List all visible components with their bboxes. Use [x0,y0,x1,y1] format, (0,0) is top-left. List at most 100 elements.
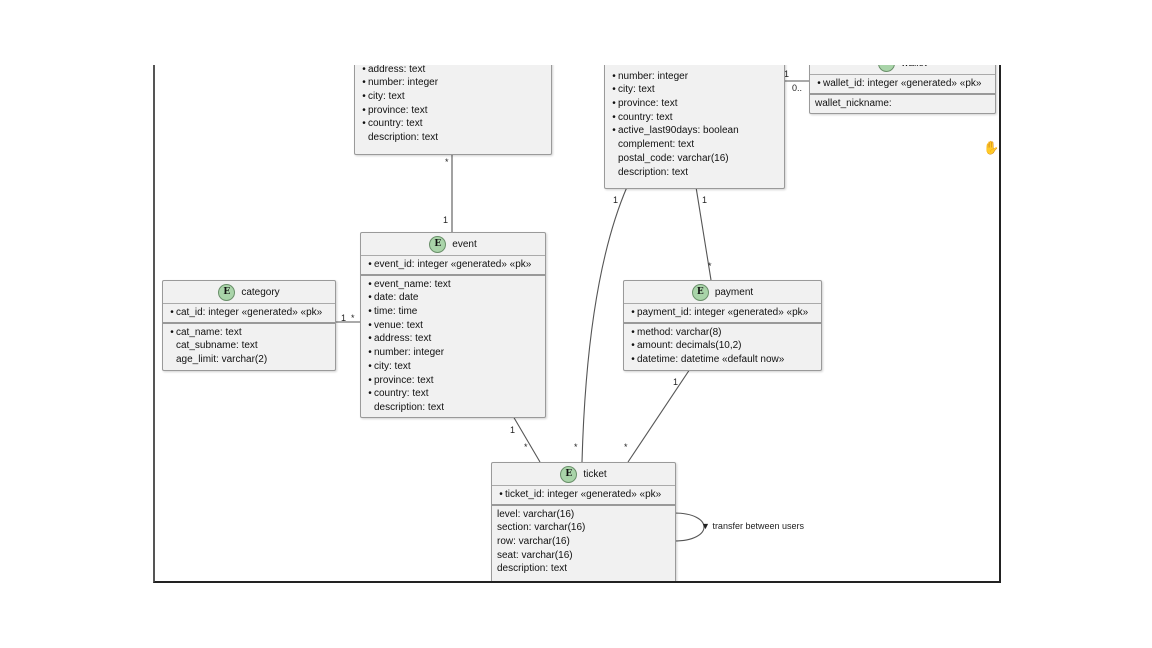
mandatory-dot-icon: • [368,347,372,359]
attribute-text: province: text [368,104,428,116]
attribute-row: •country: text [366,387,545,401]
mandatory-dot-icon: • [362,65,366,75]
diagram-canvas[interactable]: * 1 1 * 1 * 1 * 1 * 1 * 1 0.. ▼ transfer… [153,65,1001,583]
attribute-row: •province: text [610,97,784,111]
primary-key-section: •payment_id: integer «generated» «pk» [624,304,821,324]
attribute-text: city: text [618,84,655,96]
attribute-text: amount: decimals(10,2) [637,340,742,352]
entity-company[interactable]: •company_name: text•address: text•number… [354,65,552,155]
attribute-row: •event_name: text [366,278,545,292]
attribute-text: number: integer [368,77,439,89]
attribute-text: date: date [374,292,419,304]
mandatory-dot-icon: • [368,374,372,386]
entity-header: Ewallet [810,65,995,75]
link-payment-ticket [627,368,691,463]
mandatory-dot-icon: • [368,388,372,400]
attribute-row: complement: text [610,138,784,152]
attributes-section: •address: text•number: integer•city: tex… [605,65,784,181]
grab-hand-icon: ✋ [983,140,1000,155]
attribute-text: cat_id: integer «generated» «pk» [176,307,323,318]
cardinality-label: 1 [341,313,347,323]
mandatory-dot-icon: • [362,104,366,116]
mandatory-dot-icon: • [631,326,635,338]
mandatory-dot-icon: • [612,125,616,137]
mandatory-dot-icon: • [612,98,616,110]
attribute-row: description: text [610,166,784,180]
entity-icon: E [218,283,236,301]
mandatory-dot-icon: • [368,259,372,270]
attribute-text: wallet_nickname: [815,97,892,109]
attribute-row: •address: text [610,65,784,70]
attribute-row: •number: integer [610,70,784,84]
attribute-row: •country: text [360,117,551,131]
entity-user[interactable]: •address: text•number: integer•city: tex… [604,65,785,189]
attribute-row: •address: text [366,332,545,346]
attribute-row: level: varchar(16) [497,508,675,522]
entity-title: payment [714,286,754,298]
attribute-text: level: varchar(16) [497,508,575,520]
cardinality-label: * [624,442,628,452]
attribute-text: city: text [374,360,411,372]
attribute-row: description: text [366,401,545,415]
attribute-row: •province: text [360,104,551,118]
attributes-section: •method: varchar(8)•amount: decimals(10,… [624,324,821,369]
attribute-row: description: text [360,131,551,145]
attributes-section: wallet_nickname: [810,95,995,113]
entity-icon: E [560,465,578,483]
attribute-text: country: text [368,118,423,130]
mandatory-dot-icon: • [170,307,174,318]
attribute-text: country: text [374,388,429,400]
attribute-text: address: text [618,65,675,68]
attribute-row: •city: text [360,90,551,104]
attribute-row: •method: varchar(8) [629,326,821,340]
attribute-text: section: varchar(16) [497,522,586,534]
entity-wallet[interactable]: Ewallet•wallet_id: integer «generated» «… [809,65,996,114]
attribute-text: province: text [374,374,434,386]
attribute-row: •venue: text [366,319,545,333]
attribute-text: payment_id: integer «generated» «pk» [637,307,809,318]
entity-icon: E [429,235,447,253]
cardinality-label: 0.. [792,83,803,93]
self-relation-label: ▼ transfer between users [701,521,804,531]
relation-lines [334,80,809,542]
attribute-row: row: varchar(16) [497,535,675,549]
cardinality-label: 1 [443,215,449,225]
mandatory-dot-icon: • [170,326,174,338]
attribute-row: •datetime: datetime «default now» [629,353,821,367]
attribute-text: description: text [497,563,568,575]
primary-key-section: •ticket_id: integer «generated» «pk» [492,486,675,506]
attribute-text: event_id: integer «generated» «pk» [374,259,532,270]
mandatory-dot-icon: • [612,70,616,82]
primary-key-section: •cat_id: integer «generated» «pk» [163,304,335,324]
attribute-text: complement: text [618,139,695,151]
link-ticket-self [673,512,705,542]
attribute-row: •active_last90days: boolean [610,124,784,138]
attribute-row: •cat_name: text [168,326,335,340]
attribute-text: method: varchar(8) [637,326,722,338]
attribute-text: description: text [374,401,445,413]
mandatory-dot-icon: • [368,306,372,318]
mandatory-dot-icon: • [631,307,635,318]
attribute-row: seat: varchar(16) [497,549,675,563]
link-event-ticket [512,415,541,463]
cardinality-label: * [524,442,528,452]
attribute-row: description: text [497,562,675,576]
attribute-row: •address: text [360,65,551,76]
attribute-text: venue: text [374,319,423,331]
entity-title: wallet [901,65,927,69]
mandatory-dot-icon: • [499,489,503,500]
attribute-row: cat_subname: text [168,339,335,353]
attribute-text: province: text [618,98,678,110]
attribute-row: postal_code: varchar(16) [610,152,784,166]
cardinality-label: * [351,313,355,323]
cardinality-label: * [445,157,449,167]
mandatory-dot-icon: • [612,84,616,96]
attribute-row: •ticket_id: integer «generated» «pk» [497,488,675,502]
cardinality-label: 1 [613,195,619,205]
